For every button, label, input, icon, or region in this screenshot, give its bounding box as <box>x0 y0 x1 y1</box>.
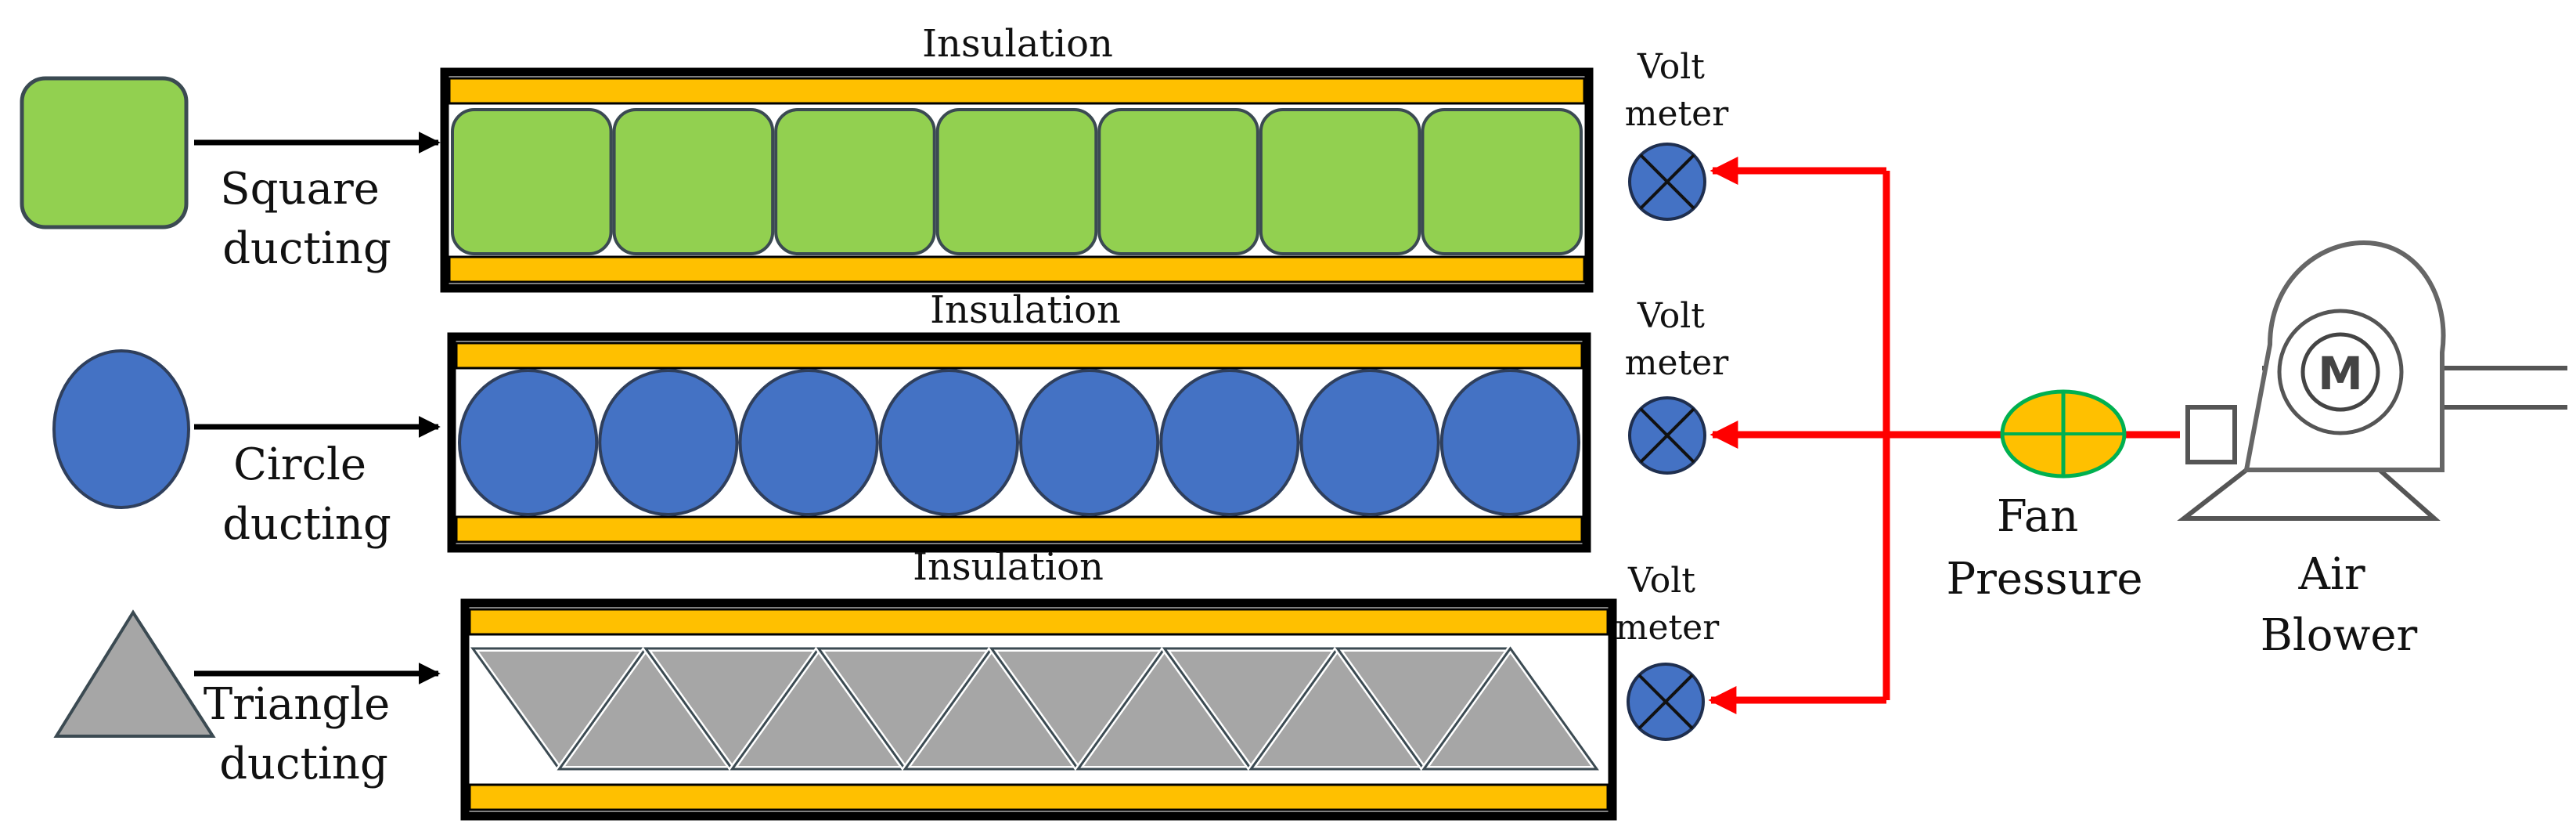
air-flow-lines <box>1708 157 2180 714</box>
triangle-duct-frame <box>460 598 1617 821</box>
air-blower-label: Air Blower <box>2261 549 2418 661</box>
circle-duct-element <box>1299 369 1440 516</box>
square-legend-label: Square ducting <box>220 164 393 274</box>
fan-pressure: Fan Pressure <box>1946 389 2143 605</box>
circle-insulation-top <box>455 341 1583 370</box>
square-duct-element <box>612 108 775 255</box>
voltmeter-square-label: Volt meter <box>1625 47 1729 134</box>
voltmeter-triangle: Volt meter <box>1616 561 1720 741</box>
circle-duct-element <box>1439 369 1580 516</box>
circle-legend-label: Circle ducting <box>222 439 391 550</box>
square-legend-shape <box>20 76 189 229</box>
square-ducting-row: Square ducting Insulation <box>20 22 1594 293</box>
square-duct-element <box>1259 108 1421 255</box>
circle-duct-element <box>738 369 879 516</box>
circle-duct-element <box>458 369 599 516</box>
square-insulation-top <box>448 77 1586 105</box>
circle-legend-shape <box>52 349 190 509</box>
triangle-insulation-top <box>468 608 1609 636</box>
square-duct-element <box>935 108 1098 255</box>
voltmeter-square-icon <box>1628 143 1706 221</box>
voltmeter-triangle-icon <box>1627 663 1705 741</box>
circle-duct-element <box>878 369 1019 516</box>
triangle-duct-element-outline <box>1421 646 1599 771</box>
air-blower: M Air Blower <box>2177 240 2567 661</box>
square-duct-element <box>1097 108 1259 255</box>
voltmeter-square: Volt meter <box>1625 47 1729 221</box>
voltmeter-circle-label: Volt meter <box>1625 296 1729 383</box>
square-duct-frame <box>440 67 1594 293</box>
triangle-ducting-row: Triangle ducting Insulation <box>53 545 1617 821</box>
square-insulation-bottom <box>448 255 1586 284</box>
circle-duct-frame <box>447 332 1591 553</box>
circle-duct-element <box>598 369 739 516</box>
square-duct-element <box>774 108 936 255</box>
circle-duct-element <box>1159 369 1300 516</box>
triangle-insulation-bottom <box>468 783 1609 811</box>
circle-ducting-row: Circle ducting Insulation <box>52 288 1591 553</box>
square-duct-element <box>1421 108 1583 255</box>
circle-insulation-bottom <box>455 515 1583 544</box>
triangle-insulation-label: Insulation <box>913 545 1104 589</box>
fan-pressure-label: Fan Pressure <box>1946 491 2142 605</box>
circle-duct-element <box>1019 369 1160 516</box>
triangle-legend-label: Triangle ducting <box>204 679 404 789</box>
air-blower-motor-letter: M <box>2318 347 2363 400</box>
square-duct-element <box>451 108 613 255</box>
square-insulation-label: Insulation <box>922 22 1113 66</box>
voltmeter-circle-icon <box>1628 396 1706 475</box>
voltmeter-triangle-label: Volt meter <box>1616 561 1720 648</box>
air-blower-icon <box>2177 240 2567 521</box>
triangle-legend-shape <box>53 609 216 738</box>
voltmeter-circle: Volt meter <box>1625 296 1729 475</box>
circle-insulation-label: Insulation <box>930 288 1121 332</box>
